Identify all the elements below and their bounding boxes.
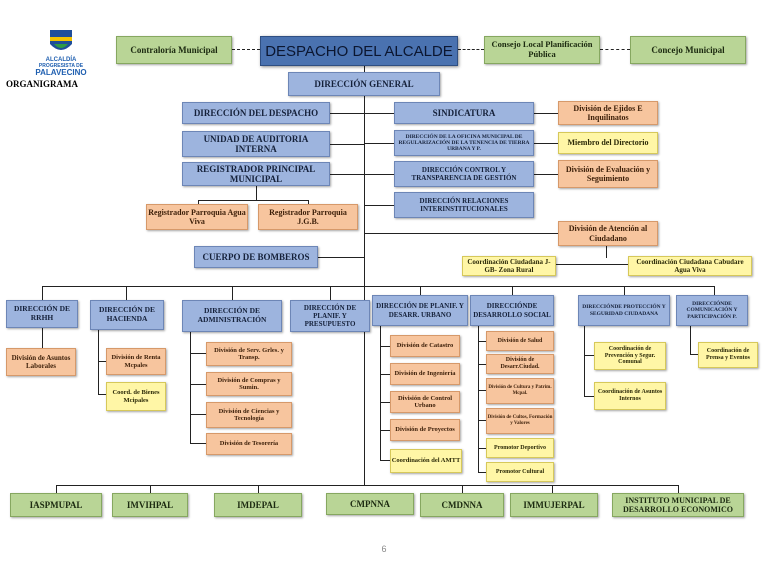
miembro-directorio-box[interactable]: Miembro del Directorio	[558, 132, 658, 154]
institute-iaspmupal[interactable]: IASPMUPAL	[10, 493, 102, 517]
directions-bus	[42, 286, 714, 287]
despacho-alcalde-box[interactable]: DESPACHO DEL ALCALDE	[260, 36, 458, 66]
cuerpo-bomberos-box[interactable]: CUERPO DE BOMBEROS	[194, 246, 318, 268]
direccion-planif-presupuesto-box[interactable]: DIRECCIÓN DE PLANIF. Y PRESUPUESTO	[290, 300, 370, 332]
registrador-jgb-box[interactable]: Registrador Parroquia J.G.B.	[258, 204, 358, 230]
division-compras[interactable]: División de Compras y Sumin.	[206, 372, 292, 396]
main-spine	[364, 65, 365, 485]
page-label: ORGANIGRAMA	[6, 79, 78, 89]
atencion-ciudadano-box[interactable]: División de Atención al Ciudadano	[558, 221, 658, 246]
division-servicios-generales[interactable]: División de Serv. Grles. y Transp.	[206, 342, 292, 366]
division-proyectos[interactable]: División de Proyectos	[390, 419, 460, 441]
direccion-comunicacion-box[interactable]: DIRECCIÓNDE COMUNICACIÓN Y PARTICIPACIÓN…	[676, 295, 748, 326]
dash-consejo-local	[458, 49, 484, 50]
division-cultos-formacion[interactable]: División de Cultos, Formación y Valores	[486, 408, 554, 434]
institute-imvihpal[interactable]: IMVIHPAL	[112, 493, 188, 517]
coordinacion-prevencion[interactable]: Coordinación de Prevención y Segur. Comu…	[594, 342, 666, 370]
control-transparencia-box[interactable]: DIRECCIÓN CONTROL Y TRANSPARENCIA DE GES…	[394, 161, 534, 187]
division-catastro[interactable]: División de Catastro	[390, 335, 460, 357]
coord-bienes[interactable]: Coord. de Bienes Mcipales	[106, 382, 166, 411]
direccion-despacho-box[interactable]: DIRECCIÓN DEL DESPACHO	[182, 102, 330, 124]
shield-icon	[50, 30, 72, 50]
division-control-urbano[interactable]: División de Control Urbano	[390, 391, 460, 413]
coordinacion-asuntos-internos[interactable]: Coordinación de Asuntos Internos	[594, 382, 666, 410]
regularizacion-tierra-box[interactable]: DIRECCIÓN DE LA OFICINA MUNICIPAL DE REG…	[394, 130, 534, 156]
direccion-general-box[interactable]: DIRECCIÓN GENERAL	[288, 72, 440, 96]
coordinacion-jgb-box[interactable]: Coordinación Ciudadana J-GB- Zona Rural	[462, 256, 556, 276]
consejo-local-box[interactable]: Consejo Local Planificación Pública	[484, 36, 600, 64]
sindicatura-box[interactable]: SINDICATURA	[394, 102, 534, 124]
direccion-planif-urbano-box[interactable]: DIRECCIÓN DE PLANIF. Y DESARR. URBANO	[372, 295, 468, 326]
institute-desarrollo-economico[interactable]: INSTITUTO MUNICIPAL DE DESARROLLO ECONOM…	[612, 493, 744, 517]
promotor-cultural[interactable]: Promotor Cultural	[486, 462, 554, 482]
institute-imdepal[interactable]: IMDEPAL	[214, 493, 302, 517]
division-salud[interactable]: División de Salud	[486, 331, 554, 351]
direccion-proteccion-box[interactable]: DIRECCIÓNDE PROTECCIÓN Y SEGURIDAD CIUDA…	[578, 295, 670, 326]
dash-concejo	[600, 49, 630, 50]
promotor-deportivo[interactable]: Promotor Deportivo	[486, 438, 554, 458]
direccion-rrhh-box[interactable]: DIRECCIÓN DE RRHH	[6, 300, 78, 328]
logo-line-3: PALAVECINO	[35, 68, 87, 77]
relaciones-interinstitucionales-box[interactable]: DIRECCIÓN RELACIONES INTERINSTITUCIONALE…	[394, 192, 534, 218]
division-tesoreria[interactable]: División de Tesorería	[206, 433, 292, 455]
institute-immujerpal[interactable]: IMMUJERPAL	[510, 493, 598, 517]
division-renta[interactable]: División de Renta Mcpales	[106, 348, 166, 375]
direccion-administracion-box[interactable]: DIRECCIÓN DE ADMINISTRACIÓN	[182, 300, 282, 332]
division-ingenieria[interactable]: División de Ingeniería	[390, 363, 460, 385]
logo-line-2: PROGRESISTA DE	[38, 63, 84, 69]
direccion-desarrollo-social-box[interactable]: DIRECCIÓNDE DESARROLLO SOCIAL	[470, 295, 554, 326]
dash-contraloria	[232, 49, 260, 50]
direccion-hacienda-box[interactable]: DIRECCIÓN DE HACIENDA	[90, 300, 164, 330]
division-ejidos-box[interactable]: División de Ejidos E Inquilinatos	[558, 101, 658, 125]
division-evaluacion-box[interactable]: División de Evaluación y Seguimiento	[558, 160, 658, 188]
division-ciencias-tecnologia[interactable]: División de Ciencias y Tecnología	[206, 402, 292, 428]
institutes-bus	[56, 485, 678, 486]
division-desarrollo-ciudadano[interactable]: División de Desarr.Ciudad.	[486, 354, 554, 374]
auditoria-interna-box[interactable]: UNIDAD DE AUDITORIA INTERNA	[182, 131, 330, 157]
division-asuntos-laborales[interactable]: División de Asuntos Laborales	[6, 348, 76, 376]
registrador-agua-viva-box[interactable]: Registrador Parroquia Agua Viva	[146, 204, 248, 230]
institute-cmpnna[interactable]: CMPNNA	[326, 493, 414, 515]
coordinacion-prensa[interactable]: Coordinación de Prensa y Eventos	[698, 342, 758, 368]
division-cultura-patrimonio[interactable]: División de Cultura y Patrim. Mcpal.	[486, 378, 554, 404]
logo-line-1: ALCALDÍA	[45, 57, 77, 63]
registrador-principal-box[interactable]: REGISTRADOR PRINCIPAL MUNICIPAL	[182, 162, 330, 186]
concejo-municipal-box[interactable]: Concejo Municipal	[630, 36, 746, 64]
page-number: 6	[381, 544, 387, 554]
alcaldia-logo: ALCALDÍA PROGRESISTA DE PALAVECINO	[28, 28, 94, 78]
coordinacion-cabudare-box[interactable]: Coordinación Ciudadana Cabudare Agua Viv…	[628, 256, 752, 276]
institute-cmdnna[interactable]: CMDNNA	[420, 493, 504, 517]
coordinacion-amtt[interactable]: Coordinación del AMTT	[390, 449, 462, 473]
contraloria-box[interactable]: Contraloría Municipal	[116, 36, 232, 64]
